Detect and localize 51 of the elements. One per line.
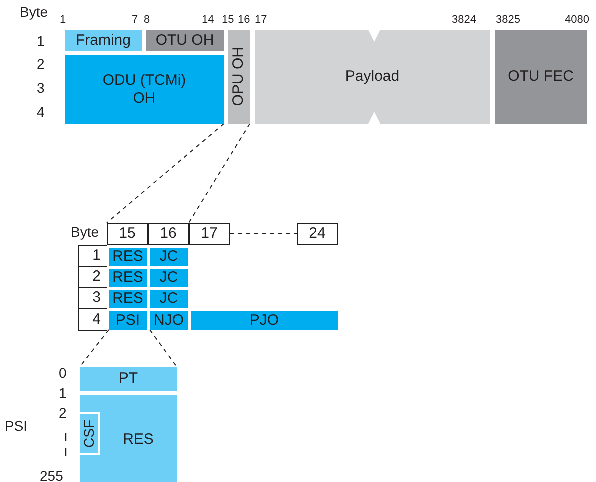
overhead-byte: JC [150,290,188,308]
column-number: 17 [189,223,230,245]
overhead-field: ODU (TCMi) OH [65,55,224,124]
overhead-byte: PSI [109,311,147,330]
payload-field: Payload [255,30,490,124]
csf-field: CSF [80,412,100,455]
column-number: 16 [148,223,189,245]
framing-field: Framing [65,30,142,51]
byte-number: 2 [59,405,67,421]
column-number: 7 [132,13,138,28]
byte-heading: Byte [71,224,100,240]
zoom-guide-line [80,330,110,368]
column-number: 3824 [452,13,476,28]
overhead-byte: JC [150,248,188,266]
byte-number: 1 [59,385,67,401]
zoom-guide-line [106,124,224,224]
column-number: 16 [238,13,250,28]
row-number: 3 [37,80,45,96]
overhead-field: OPU OH [228,30,250,124]
overhead-field: OTU OH [146,30,224,51]
row-number: 4 [37,104,45,120]
column-number: 3825 [496,13,520,28]
overhead-byte: RES [109,290,147,308]
overhead-byte: JC [150,269,188,287]
row-number: 4 [78,308,107,331]
psi-byte: PT [80,367,177,391]
row-number: 1 [78,245,107,266]
psi-label: PSI [5,418,28,434]
fec-field: OTU FEC [495,30,587,124]
byte-heading: Byte [20,4,48,20]
zoom-guide-line [188,124,250,224]
column-number: 8 [144,13,150,28]
column-number: 14 [202,13,214,28]
byte-number: 0 [59,365,67,381]
zoom-guide-line [150,330,178,368]
column-number: 15 [107,223,148,245]
column-number: 1 [60,13,66,28]
column-number: 24 [297,223,338,245]
overhead-byte: RES [109,248,147,266]
column-number: 17 [255,13,268,28]
overhead-byte: RES [109,269,147,287]
overhead-byte: NJO [150,311,188,330]
byte-number: 255 [40,468,64,482]
overhead-field: PJO [191,311,338,330]
column-number: 15 [222,13,234,28]
row-number: 2 [37,56,45,72]
row-number: 1 [37,33,45,49]
column-number: 4080 [565,13,590,28]
psi-bytes-block: RES CSF [80,395,177,482]
row-number: 3 [78,287,107,308]
row-number: 2 [78,266,107,287]
